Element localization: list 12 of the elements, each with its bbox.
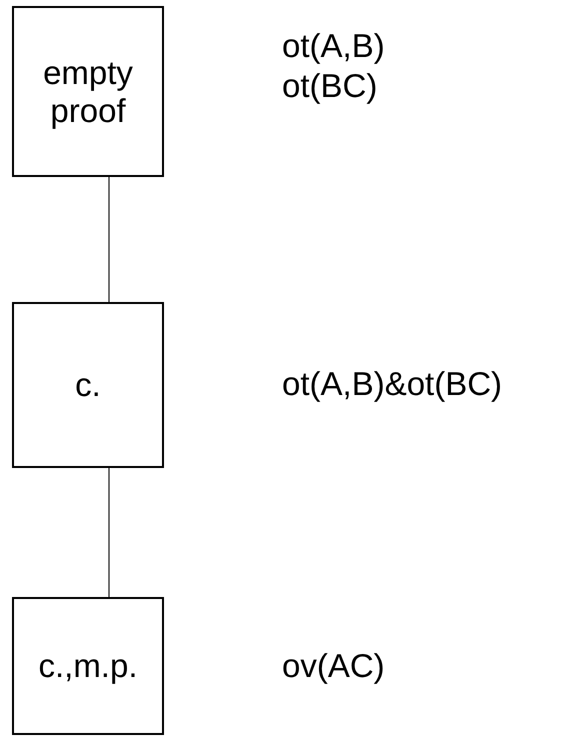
connector-line	[108, 176, 110, 302]
process-box	[12, 302, 164, 468]
box-label: empty proof	[42, 54, 134, 130]
formula-text: ov(AC)	[282, 647, 385, 685]
box-label: c.,m.p.	[37, 647, 139, 685]
formula-text: ot(A,B)	[282, 27, 385, 65]
process-box	[12, 597, 164, 735]
process-box	[12, 6, 164, 177]
formula-text: ot(BC)	[282, 67, 378, 105]
connector-line	[108, 468, 110, 598]
formula-text: ot(A,B)&ot(BC)	[282, 365, 502, 403]
box-label: c.	[74, 366, 102, 404]
